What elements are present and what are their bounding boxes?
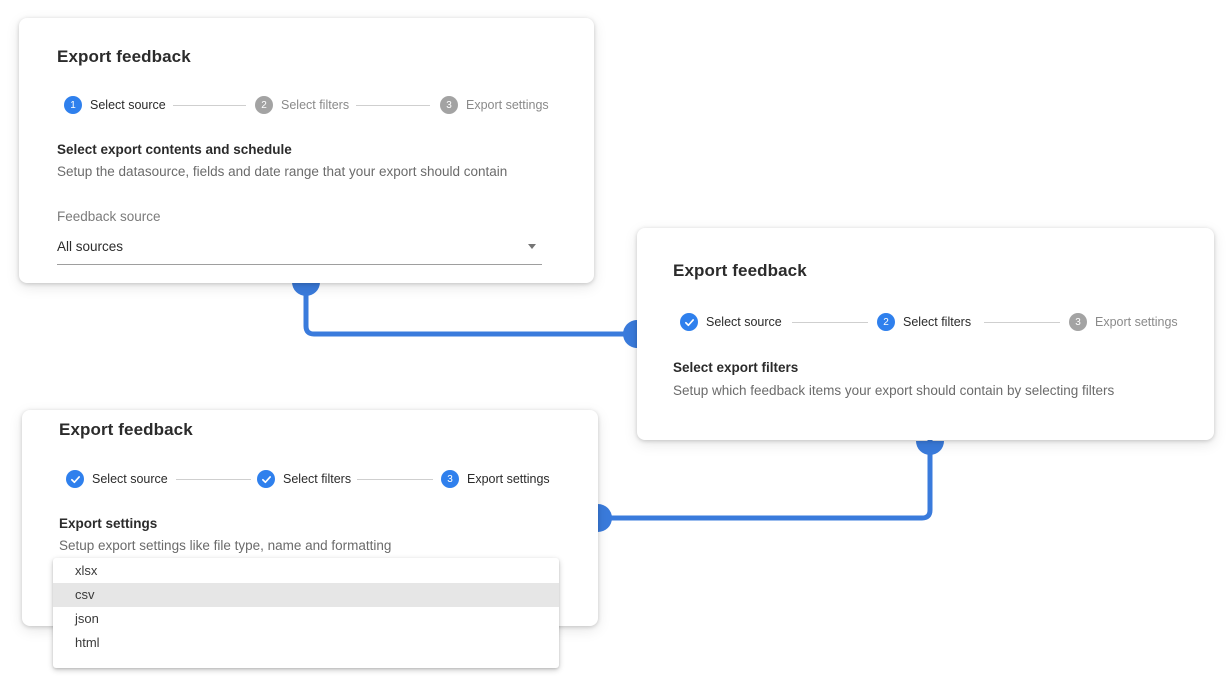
stepper: 1 Select source 2 Select filters 3 Expor… <box>64 94 554 116</box>
step-label: Select filters <box>281 98 350 112</box>
card-title: Export feedback <box>59 420 193 439</box>
export-card-step-1: Export feedback 1 Select source 2 Select… <box>19 18 594 283</box>
dropdown-option-html[interactable]: html <box>75 635 100 650</box>
step-select-filters[interactable]: 2 Select filters <box>877 311 971 333</box>
connector-node-card1-bottom <box>292 282 320 296</box>
step-label: Select source <box>90 98 166 112</box>
step-number-badge: 1 <box>64 96 82 114</box>
dropdown-option-csv[interactable]: csv <box>53 583 559 607</box>
step-number-badge: 3 <box>441 470 459 488</box>
step-number-badge: 3 <box>1069 313 1087 331</box>
step-select-filters[interactable]: 2 Select filters <box>255 94 349 116</box>
section-description: Setup the datasource, fields and date ra… <box>57 164 508 179</box>
card-title: Export feedback <box>673 261 807 280</box>
connector-node-card2-left <box>623 320 637 348</box>
stepper: Select source Select filters 3 Export se… <box>66 468 576 490</box>
step-export-settings[interactable]: 3 Export settings <box>440 94 549 116</box>
step-select-source[interactable]: Select source <box>680 311 782 333</box>
section-title: Select export contents and schedule <box>57 142 292 157</box>
step-divider <box>173 105 246 106</box>
step-select-source[interactable]: 1 Select source <box>64 94 166 116</box>
stepper: Select source 2 Select filters 3 Export … <box>680 311 1190 333</box>
caret-down-icon <box>528 244 536 249</box>
feedback-source-value: All sources <box>57 239 124 254</box>
section-title: Export settings <box>59 516 158 531</box>
section-description: Setup export settings like file type, na… <box>59 538 392 553</box>
step-label: Select source <box>706 315 782 329</box>
step-label: Export settings <box>466 98 549 112</box>
connector-node-card2-bottom <box>916 441 944 455</box>
step-divider <box>176 479 251 480</box>
card-title: Export feedback <box>57 47 191 66</box>
step-divider <box>356 105 430 106</box>
step-number-badge: 2 <box>255 96 273 114</box>
step-select-filters[interactable]: Select filters <box>257 468 351 490</box>
section-description: Setup which feedback items your export s… <box>673 383 1115 398</box>
step-divider <box>984 322 1060 323</box>
dropdown-option-xlsx[interactable]: xlsx <box>75 563 98 578</box>
step-divider <box>792 322 868 323</box>
feedback-source-select[interactable]: All sources <box>57 235 542 265</box>
step-number-badge: 2 <box>877 313 895 331</box>
step-label: Export settings <box>1095 315 1178 329</box>
export-card-step-2: Export feedback Select source 2 Select f… <box>637 228 1214 440</box>
dropdown-option-json[interactable]: json <box>75 611 99 626</box>
step-label: Export settings <box>467 472 550 486</box>
connector-2-to-3 <box>599 437 933 521</box>
connector-1-to-2 <box>303 282 635 337</box>
check-icon <box>257 470 275 488</box>
step-number-badge: 3 <box>440 96 458 114</box>
feedback-source-label: Feedback source <box>57 209 161 224</box>
step-label: Select filters <box>283 472 352 486</box>
step-export-settings[interactable]: 3 Export settings <box>441 468 550 490</box>
connector-node-card3-right <box>598 504 612 532</box>
file-type-dropdown-menu: xlsx csv json html <box>53 558 559 668</box>
step-export-settings[interactable]: 3 Export settings <box>1069 311 1178 333</box>
check-icon <box>680 313 698 331</box>
step-select-source[interactable]: Select source <box>66 468 168 490</box>
step-divider <box>357 479 433 480</box>
check-icon <box>66 470 84 488</box>
step-label: Select source <box>92 472 168 486</box>
step-label: Select filters <box>903 315 972 329</box>
section-title: Select export filters <box>673 360 799 375</box>
